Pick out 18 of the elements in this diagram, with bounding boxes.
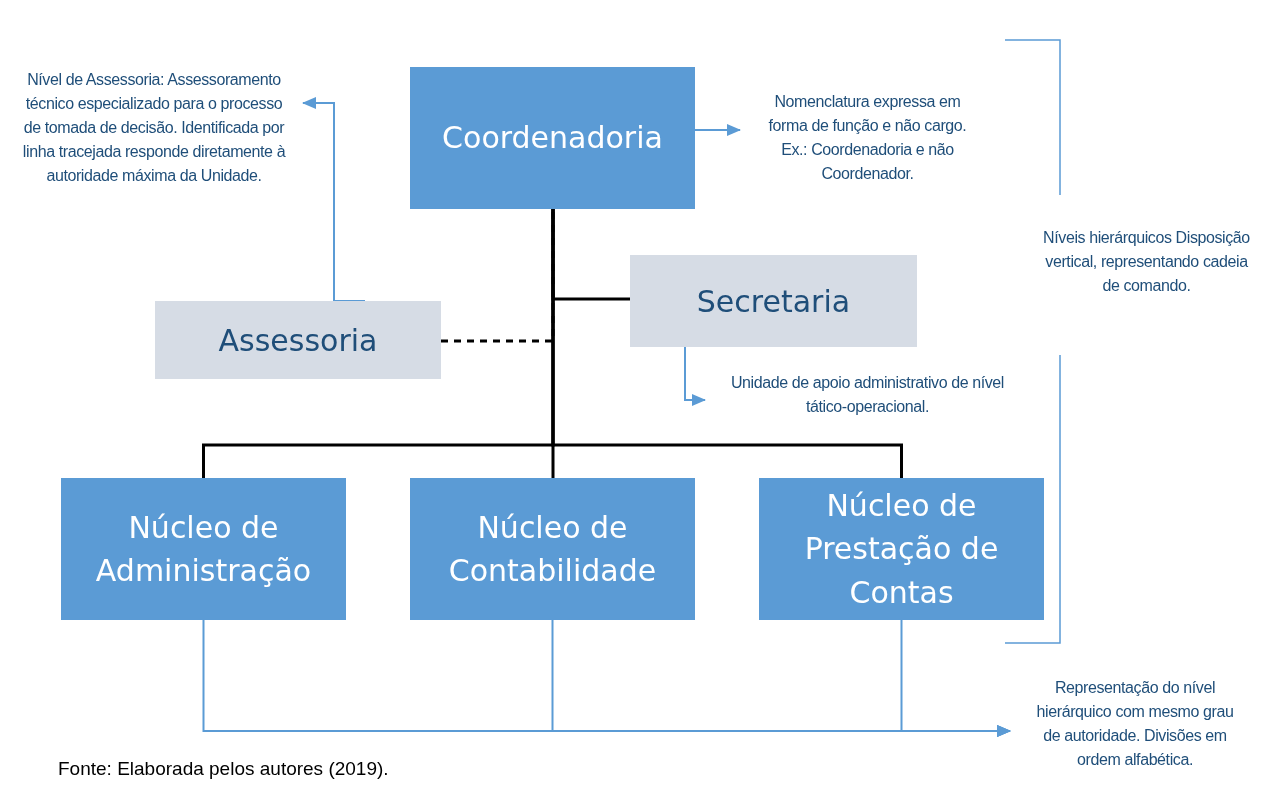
connector-line (551, 209, 903, 478)
support-unit-box: Assessoria (155, 301, 441, 379)
connector-line (441, 209, 555, 343)
annotation-text: Nível de Assessoria: Assessoramento técnico especializado para o processo de tomada de decisão. Identificada por linha tracejada responde diretamente à autoridade máxima da Unidade. (21, 70, 287, 186)
annotation-text: Nomenclatura expressa em forma de função e não cargo. Ex.: Coordenadoria e não Coordenador. (767, 92, 968, 184)
arrow (694, 124, 741, 136)
org-unit-box: Coordenadoria (410, 67, 695, 209)
arrow (302, 97, 366, 302)
annotation-text: Unidade de apoio administrativo de nível tático-operacional. (729, 373, 1006, 417)
source-caption: Fonte: Elaborada pelos autores (2019). (58, 758, 389, 780)
org-unit-box: Núcleo de Prestação de Contas (759, 478, 1044, 620)
annotation-text: Níveis hierárquicos Disposição vertical, representando cadeia de comando. (1042, 228, 1251, 296)
support-unit-box: Secretaria (630, 255, 917, 347)
arrow (900, 619, 1011, 737)
org-unit-box: Núcleo de Contabilidade (410, 478, 695, 620)
arrow (684, 346, 706, 406)
annotation-text: Representação do nível hierárquico com mesmo grau de autoridade. Divisões em ordem alfabética. (1035, 678, 1235, 770)
org-unit-box: Núcleo de Administração (61, 478, 346, 620)
